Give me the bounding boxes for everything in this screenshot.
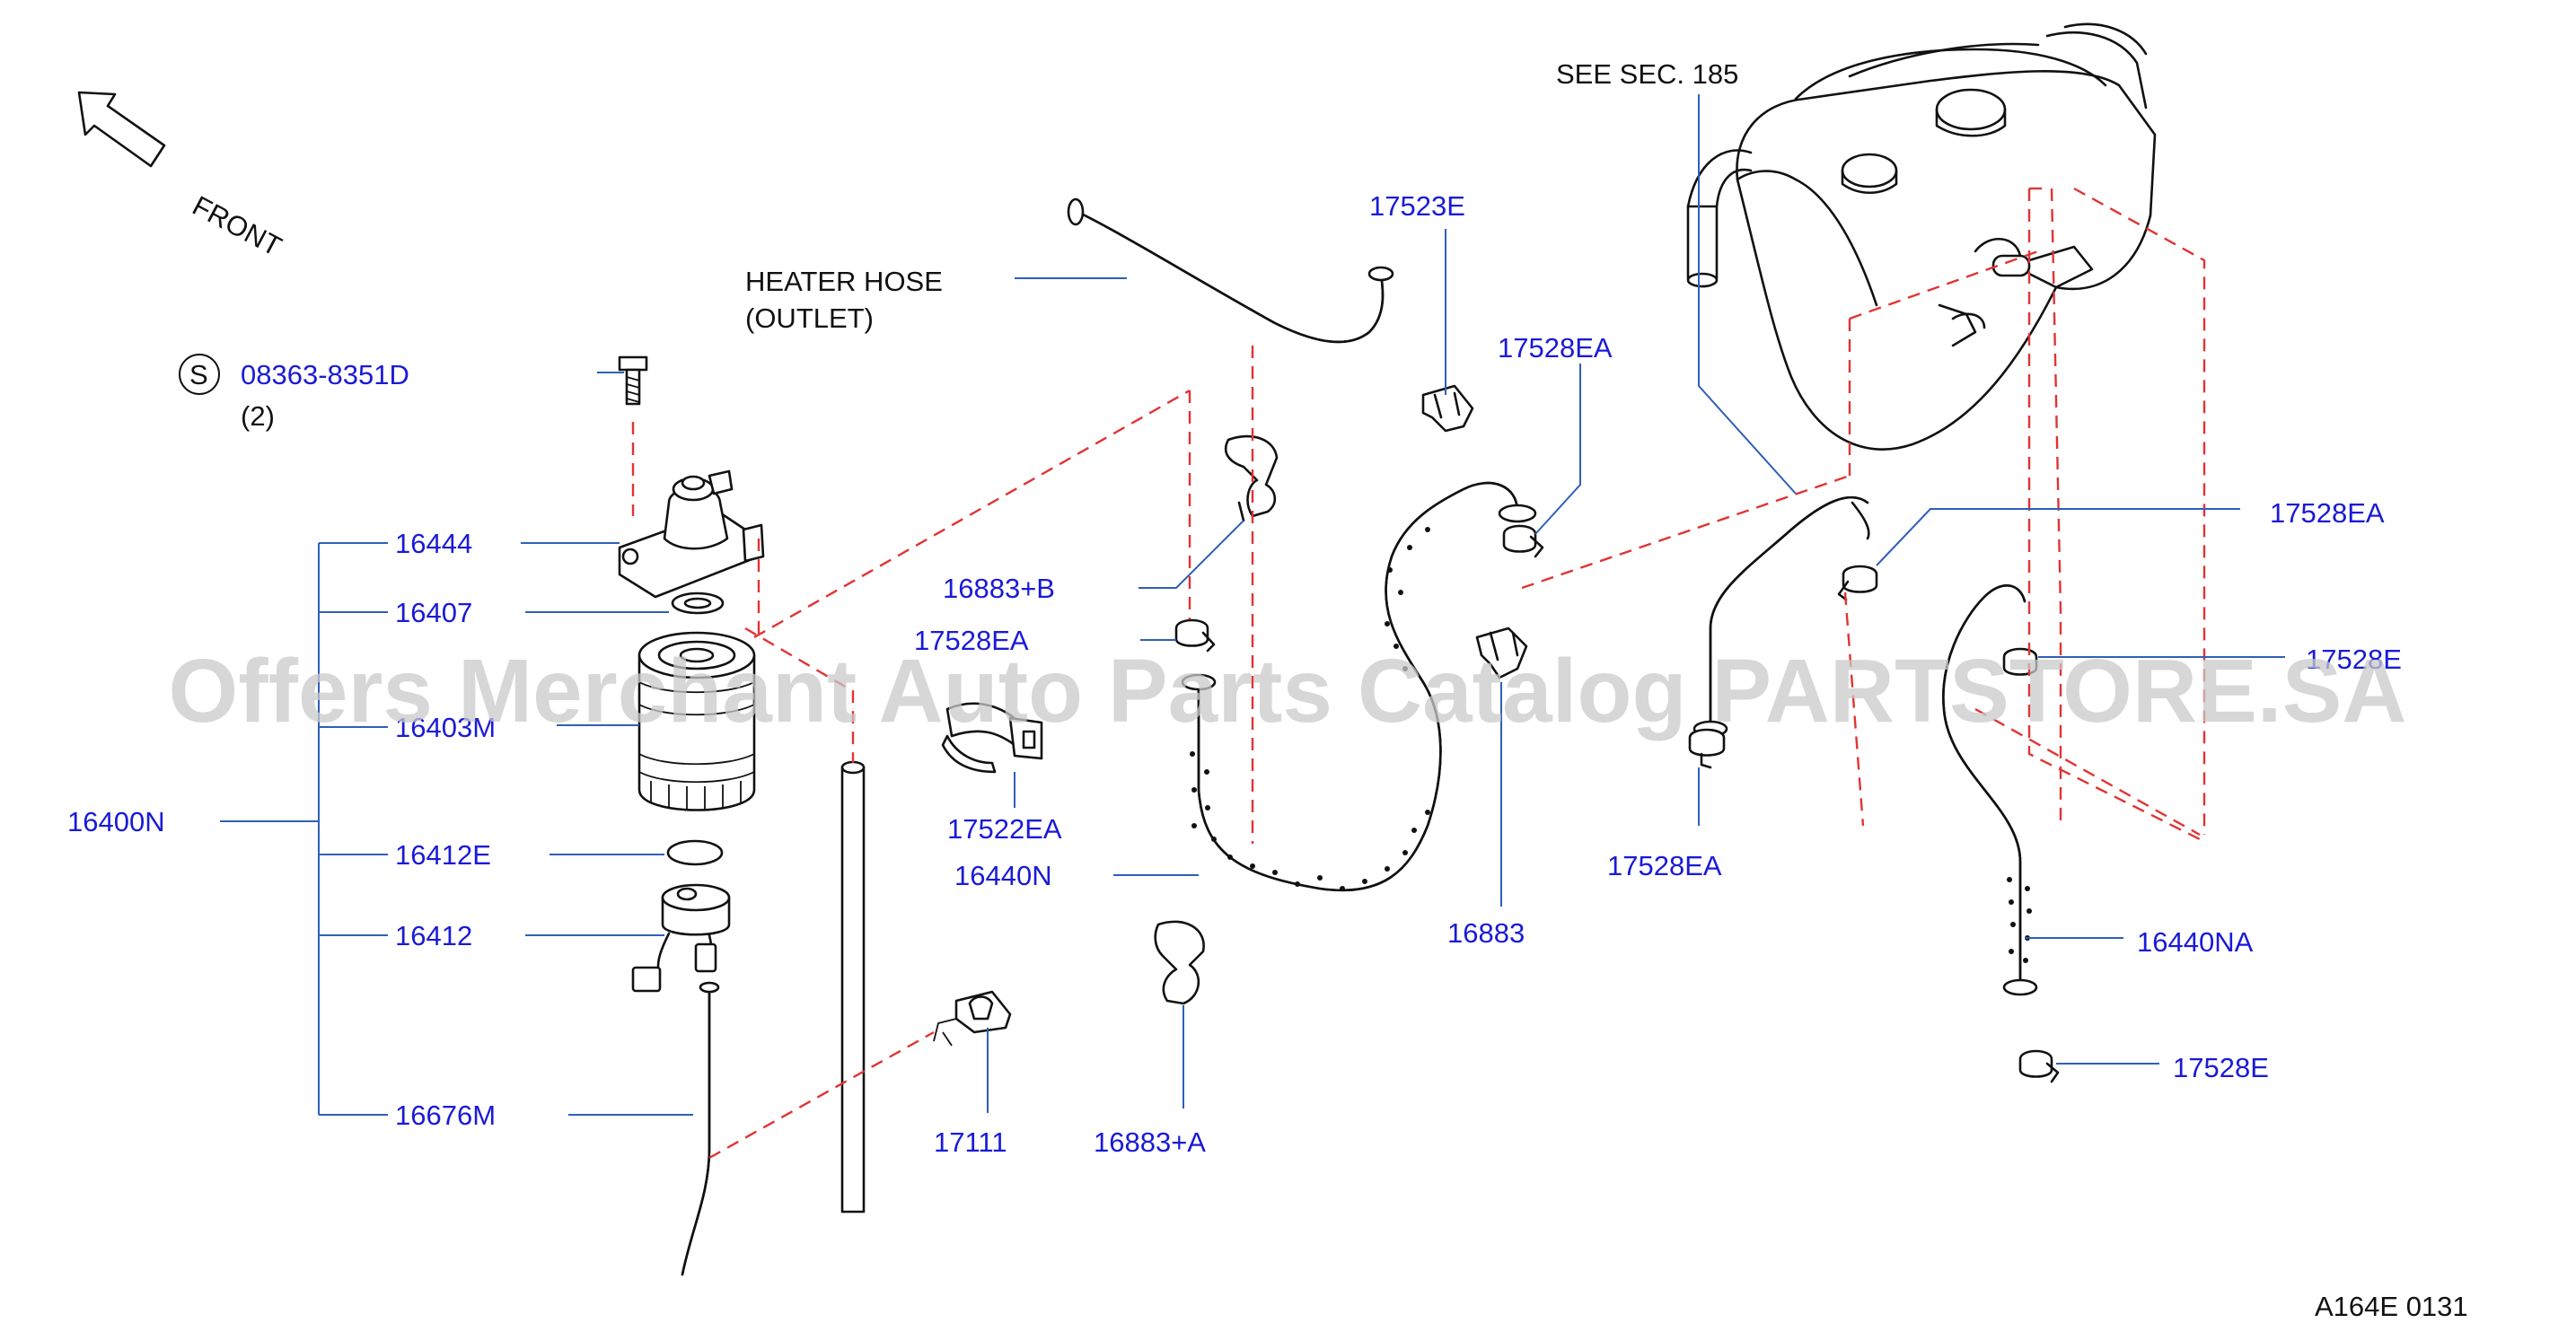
part-17523E[interactable]: 17523E [1369, 190, 1465, 222]
part-16883B[interactable]: 16883+B [943, 573, 1055, 604]
part-17528E-a[interactable]: 17528E [2306, 644, 2402, 675]
part-16400N[interactable]: 16400N [67, 806, 165, 837]
hose-clamp-17528EA-d [1688, 728, 1726, 769]
part-16883A[interactable]: 16883+A [1094, 1126, 1206, 1158]
part-16883[interactable]: 16883 [1447, 917, 1525, 949]
hose-clamp-17528EA-b [1502, 524, 1544, 558]
hose-sleeve-dots [1190, 527, 1430, 891]
heater-hose-16440NA [1942, 583, 2038, 996]
part-16412[interactable]: 16412 [395, 920, 472, 951]
clip-16883 [1475, 627, 1528, 679]
diagram-code: A164E 0131 [2315, 1291, 2468, 1322]
hose-clamp-17528EA-a [1174, 618, 1216, 653]
fuel-tube-vertical [840, 760, 866, 1214]
clip-16883A [1154, 920, 1205, 1005]
part-16403M[interactable]: 16403M [395, 712, 496, 743]
part-17528EA-b[interactable]: 17528EA [1498, 332, 1613, 364]
o-ring-16407 [671, 592, 725, 615]
part-08363-8351D[interactable]: 08363-8351D [241, 359, 409, 390]
clip-17522EA [941, 702, 1043, 774]
leader-lines [220, 94, 2285, 1116]
part-16444[interactable]: 16444 [395, 528, 472, 559]
part-16440NA[interactable]: 16440NA [2137, 926, 2254, 958]
hose-clamp-17528EA-c [1837, 565, 1878, 601]
see-sec-185-label: SEE SEC. 185 [1556, 58, 1738, 90]
front-label: FRONT [188, 189, 287, 262]
fuel-filter-16403M [637, 631, 756, 811]
bolt-quantity: (2) [241, 400, 275, 432]
part-17528EA-c[interactable]: 17528EA [2270, 497, 2385, 529]
heater-hose-outlet [1067, 197, 1394, 344]
clip-16883B [1224, 434, 1279, 522]
hose-clamp-17528E-b [2018, 1049, 2060, 1083]
part-17522EA[interactable]: 17522EA [947, 813, 1062, 845]
hose-sleeve-dots-right [2007, 877, 2032, 963]
engine-radiator-drawing [1686, 22, 2157, 451]
clip-17111 [933, 990, 1012, 1047]
part-17528E-b[interactable]: 17528E [2173, 1052, 2269, 1083]
labels: SEE SEC. 185 HEATER HOSE (OUTLET) S 0836… [67, 58, 2468, 1322]
heater-hose-16440N [1181, 481, 1537, 892]
front-arrow-icon [77, 91, 166, 168]
bolt-08363 [618, 355, 648, 406]
part-17528EA-a[interactable]: 17528EA [914, 625, 1029, 656]
sensor-16412 [631, 883, 731, 993]
clip-17523E [1421, 384, 1474, 433]
drain-hose-16676M [681, 981, 720, 1276]
part-17528EA-d[interactable]: 17528EA [1607, 850, 1722, 881]
o-ring-16412E [666, 839, 724, 866]
part-17111[interactable]: 17111 [934, 1126, 1007, 1158]
part-16407[interactable]: 16407 [395, 597, 472, 628]
part-16412E[interactable]: 16412E [395, 839, 491, 871]
filter-bracket-16444 [618, 469, 765, 599]
standard-part-symbol: S [189, 359, 208, 390]
heater-hose-outlet-label: (OUTLET) [745, 302, 874, 334]
part-16676M[interactable]: 16676M [395, 1100, 496, 1131]
part-16440N[interactable]: 16440N [954, 860, 1052, 891]
phantom-lines [631, 187, 2206, 1160]
heater-hose-label: HEATER HOSE [745, 266, 943, 297]
standard-part-icon [179, 354, 220, 395]
watermark: Offers Merchant Auto Parts Catalog PARTS… [169, 641, 2407, 741]
